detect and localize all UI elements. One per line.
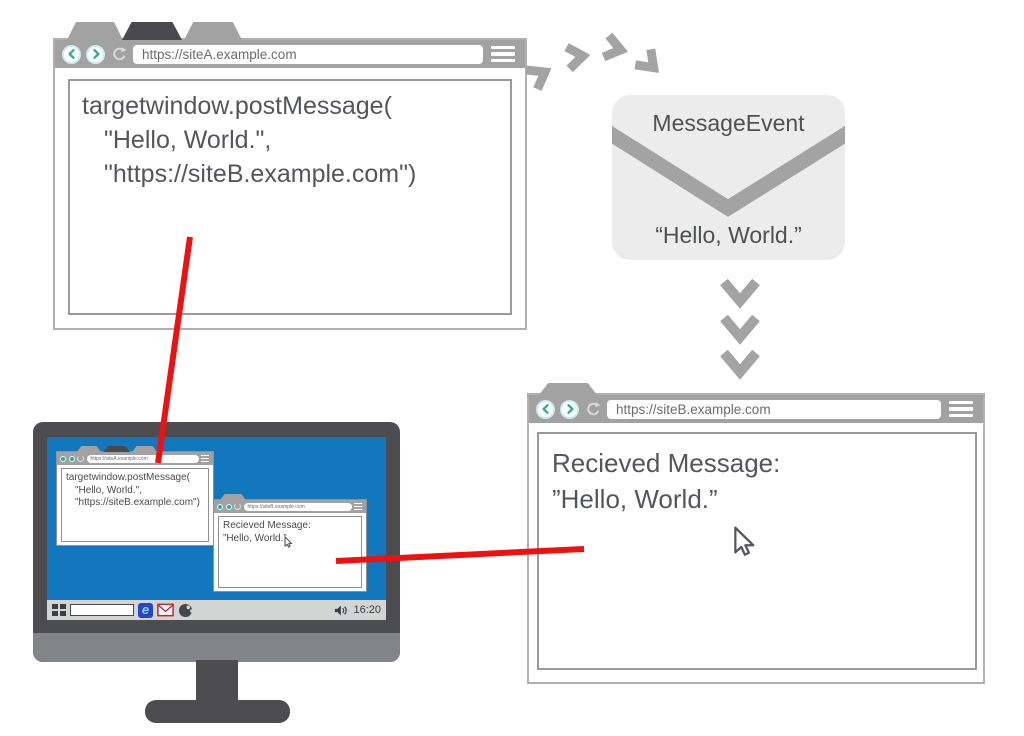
chevron-down-icon: [720, 314, 760, 345]
desktop-screen: https://siteA.example.com targetwindow.p…: [47, 437, 386, 620]
back-icon: [67, 49, 75, 59]
menu-button-b[interactable]: [946, 400, 976, 418]
chevron-right-icon: [634, 48, 660, 74]
browser-a-tab-3[interactable]: [184, 22, 242, 40]
mini-tab: [220, 494, 246, 500]
back-button[interactable]: [62, 44, 81, 64]
monitor-stand-base: [145, 700, 290, 723]
mini-url-bar: https://siteB.example.com: [243, 502, 352, 511]
url-bar-b[interactable]: https://siteB.example.com: [607, 399, 941, 419]
mini-page-frame: Recieved Message: ”Hello, World.”: [218, 516, 362, 588]
hamburger-icon: [201, 454, 210, 463]
browser-a-tab-2-active[interactable]: [122, 22, 182, 40]
received-message-line-1: Recieved Message:: [552, 448, 781, 478]
cursor-icon: [734, 526, 755, 556]
palette-icon[interactable]: [178, 603, 193, 618]
forward-icon: [566, 404, 574, 414]
reload-icon: [77, 455, 84, 462]
cursor-icon: [284, 536, 293, 548]
browser-a-window: https://siteA.example.com targetwindow.p…: [53, 22, 527, 330]
received-message-block: Recieved Message: ”Hello, World.”: [539, 434, 975, 517]
mini-tab-active: [103, 446, 130, 452]
mini-tab: [77, 446, 101, 452]
monitor-chin: [33, 633, 400, 662]
hamburger-icon: [491, 45, 515, 49]
chevron-down-icon: [720, 349, 760, 380]
code-block: targetwindow.postMessage( "Hello, World.…: [70, 81, 510, 191]
mini-toolbar: https://siteB.example.com: [214, 500, 366, 513]
back-icon: [60, 455, 66, 462]
forward-icon: [68, 455, 75, 462]
windows-start-button[interactable]: [52, 604, 66, 616]
forward-button[interactable]: [86, 44, 105, 64]
reload-button[interactable]: [110, 45, 128, 63]
mini-page-frame: targetwindow.postMessage( "Hello, World.…: [61, 468, 209, 542]
chevron-right-icon: [525, 65, 552, 91]
mail-icon[interactable]: [157, 603, 174, 617]
browser-a-content: targetwindow.postMessage( "Hello, World.…: [55, 68, 525, 328]
hamburger-icon: [949, 400, 973, 404]
forward-icon: [225, 503, 232, 510]
windows-logo-icon: [52, 604, 59, 610]
taskbar-search-input[interactable]: [70, 604, 134, 616]
clock: 16:20: [353, 604, 381, 616]
browser-b-tab[interactable]: [539, 383, 597, 395]
hamburger-icon: [354, 502, 363, 511]
code-line-2: "Hello, World.",: [104, 126, 272, 154]
envelope-flap-icon: [612, 125, 845, 217]
message-event-payload: “Hello, World.”: [655, 222, 802, 248]
url-text-b: https://siteB.example.com: [616, 401, 771, 417]
mini-browser-a-window[interactable]: https://siteA.example.com targetwindow.p…: [56, 446, 214, 546]
browser-a-tab-1[interactable]: [67, 22, 123, 40]
message-event-card: MessageEvent “Hello, World.”: [612, 95, 845, 260]
chevron-right-icon: [564, 43, 591, 73]
mini-browser-a-content: targetwindow.postMessage( "Hello, World.…: [57, 465, 213, 545]
forward-button[interactable]: [560, 399, 579, 419]
chevron-right-icon: [601, 32, 629, 62]
browser-b-window: https://siteB.example.com Recieved Messa…: [527, 383, 985, 684]
back-icon: [217, 503, 223, 510]
monitor: https://siteA.example.com targetwindow.p…: [33, 422, 400, 662]
taskbar: e 16:20: [47, 600, 386, 620]
url-bar-a[interactable]: https://siteA.example.com: [133, 44, 483, 64]
mini-url-bar: https://siteA.example.com: [86, 454, 199, 463]
code-line-1: targetwindow.postMessage(: [82, 92, 392, 120]
mini-toolbar: https://siteA.example.com: [57, 452, 213, 465]
mini-browser-b-content: Recieved Message: ”Hello, World.”: [214, 513, 366, 591]
received-message-line-2: ”Hello, World.”: [552, 484, 718, 514]
mini-tab: [132, 446, 157, 452]
code-line-3: "https://siteB.example.com"): [104, 160, 417, 188]
browser-b-content: Recieved Message: ”Hello, World.”: [529, 423, 983, 682]
internet-explorer-icon[interactable]: e: [138, 602, 153, 618]
chevron-down-icon: [720, 278, 760, 309]
url-text-a: https://siteA.example.com: [142, 46, 297, 62]
browser-a-toolbar: https://siteA.example.com: [55, 40, 525, 68]
mini-code-block: targetwindow.postMessage( "Hello, World.…: [66, 472, 200, 508]
monitor-stand-neck: [196, 660, 238, 706]
reload-icon: [112, 46, 126, 60]
speaker-icon[interactable]: [334, 604, 349, 617]
page-frame-b: Recieved Message: ”Hello, World.”: [537, 432, 977, 670]
page-frame-a: targetwindow.postMessage( "Hello, World.…: [68, 79, 512, 315]
browser-b-toolbar: https://siteB.example.com: [529, 395, 983, 423]
mini-browser-b-window[interactable]: https://siteB.example.com Recieved Messa…: [213, 494, 367, 592]
mini-url-text-b: https://siteB.example.com: [247, 503, 305, 510]
menu-button-a[interactable]: [488, 45, 518, 63]
mini-received-message: Recieved Message: ”Hello, World.”: [223, 520, 311, 544]
reload-icon: [234, 503, 241, 510]
reload-icon: [586, 401, 600, 415]
forward-icon: [92, 49, 100, 59]
back-button[interactable]: [536, 399, 555, 419]
back-icon: [541, 404, 549, 414]
mini-url-text-a: https://siteA.example.com: [90, 455, 148, 462]
reload-button[interactable]: [584, 400, 602, 418]
message-event-title: MessageEvent: [652, 110, 805, 136]
